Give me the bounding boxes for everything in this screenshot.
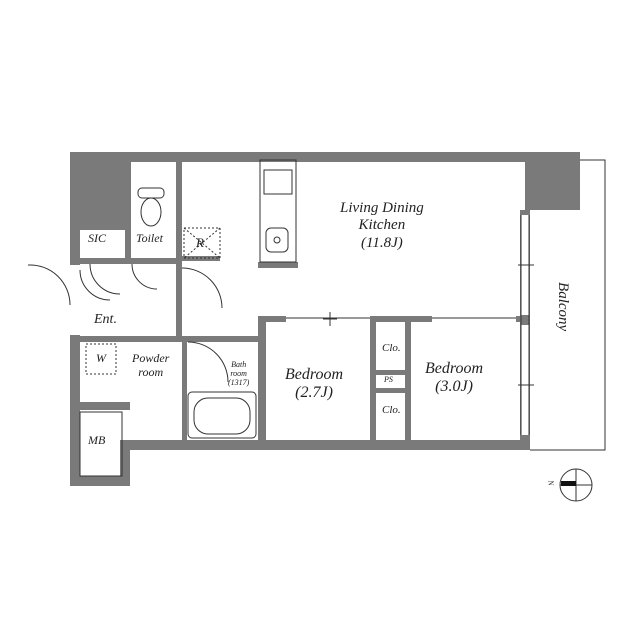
toilet-label: Toilet <box>136 231 163 245</box>
powder-room-label: Powder room <box>132 351 170 379</box>
ps-label: PS <box>384 375 393 384</box>
refrigerator-label: R <box>196 235 204 250</box>
compass-north-label: N <box>546 480 555 486</box>
ldk-label: Living Dining Kitchen (11.8J) <box>340 200 424 251</box>
bedroom1-label: Bedroom (2.7J) <box>285 366 344 402</box>
washer-label: W <box>96 351 106 365</box>
bathroom-label: Bath room (1317) <box>228 360 250 388</box>
bedroom2-label: Bedroom (3.0J) <box>425 360 484 396</box>
entrance-label: Ent. <box>94 312 117 327</box>
mb-label: MB <box>88 433 106 447</box>
balcony-label: Balcony <box>555 282 572 332</box>
closet2-label: Clo. <box>382 404 401 416</box>
closet1-label: Clo. <box>382 342 401 354</box>
sic-label: SIC <box>88 231 106 245</box>
